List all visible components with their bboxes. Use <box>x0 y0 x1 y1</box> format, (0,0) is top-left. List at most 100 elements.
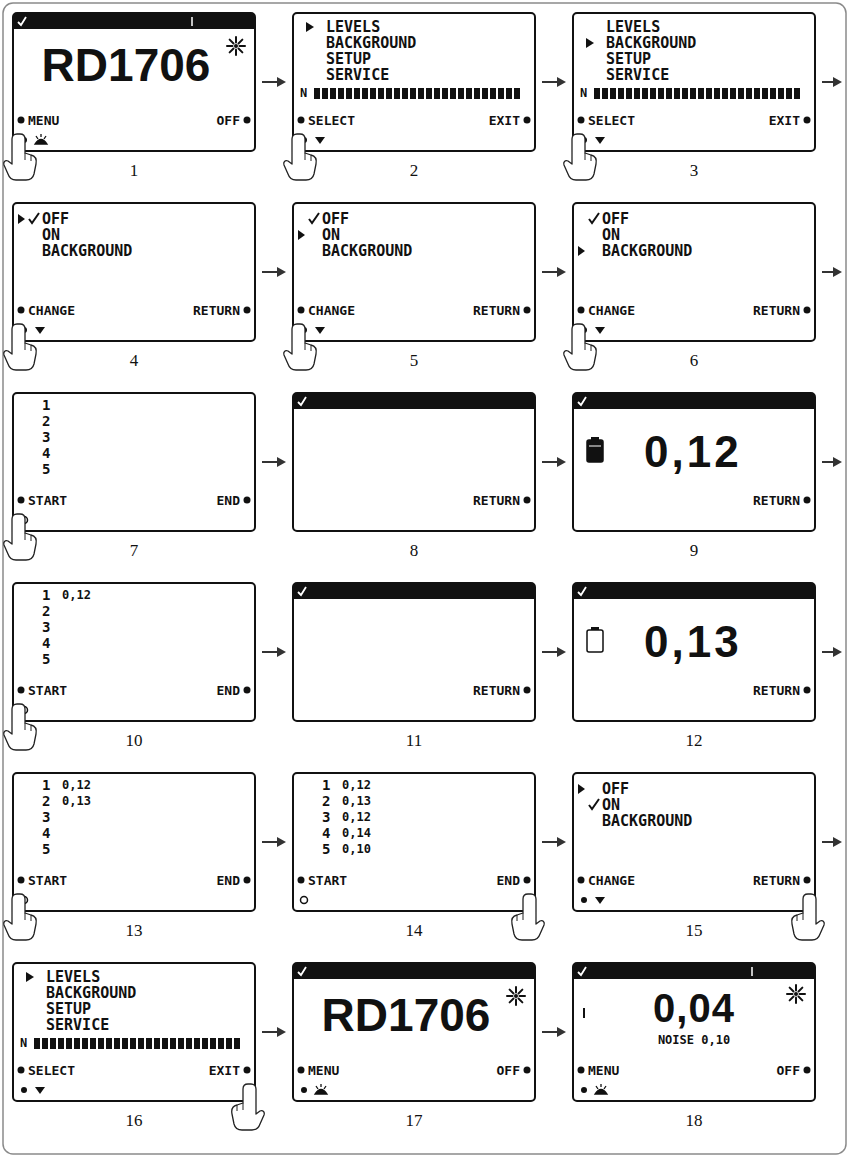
screen-graphics <box>294 584 534 720</box>
level-segment <box>794 88 800 99</box>
hand-outline <box>564 134 597 180</box>
level-segment <box>770 88 776 99</box>
backlight-icon <box>35 134 47 144</box>
screen-text: BACKGROUND <box>42 244 132 259</box>
device-screen: OFFONBACKGROUNDCHANGERETURN <box>292 202 536 342</box>
arrow-line <box>542 271 558 273</box>
button-dot <box>578 1067 585 1074</box>
sun-ray <box>518 990 522 994</box>
level-segment <box>226 1038 232 1049</box>
screen-text: CHANGE <box>588 304 635 317</box>
sun-core <box>514 994 518 998</box>
callout-number: 4 <box>130 352 139 369</box>
arrow-line <box>542 81 558 83</box>
hand-knuckles <box>237 1103 243 1111</box>
screen-text: MENU <box>308 1064 339 1077</box>
option-pointer <box>18 214 25 224</box>
status-check <box>578 397 586 405</box>
callout-number: 10 <box>126 732 143 749</box>
screen-text: RETURN <box>753 494 800 507</box>
level-segment <box>594 88 600 99</box>
level-mark <box>583 1008 585 1018</box>
icon-dot <box>581 1087 587 1093</box>
level-segment <box>394 88 400 99</box>
continuation-arrow <box>822 271 834 273</box>
sun-ray <box>238 48 242 52</box>
device-screen: 12345STARTEND <box>12 392 256 532</box>
callout-number: 11 <box>406 732 422 749</box>
button-dot <box>804 117 811 124</box>
level-segment <box>786 88 792 99</box>
device-screen: RETURN <box>292 392 536 532</box>
flow-arrow <box>262 837 286 847</box>
flow-arrow <box>542 1027 566 1037</box>
sun-ray <box>795 998 797 1004</box>
screen-text: 1 <box>42 398 50 412</box>
screen-text: RETURN <box>753 874 800 887</box>
continuation-arrow <box>822 81 834 83</box>
pointing-hand <box>4 514 37 560</box>
arrow-head <box>833 457 842 467</box>
screen-text: SELECT <box>28 1064 75 1077</box>
arrow-line <box>262 841 278 843</box>
level-segment <box>162 1038 168 1049</box>
sun-ray <box>238 40 242 44</box>
dose-icon <box>587 630 603 652</box>
level-segment <box>186 1038 192 1049</box>
callout-number: 17 <box>406 1112 423 1129</box>
screen-text: EXIT <box>769 114 800 127</box>
screen-text: END <box>217 494 240 507</box>
level-segment <box>114 1038 120 1049</box>
arrow-head <box>277 77 286 87</box>
level-segment <box>490 88 496 99</box>
button-dot <box>524 687 531 694</box>
flow-arrow <box>542 77 566 87</box>
level-segment <box>442 88 448 99</box>
arrow-head <box>557 457 566 467</box>
arrow-head <box>277 457 286 467</box>
screen-text: RD1706 <box>42 42 211 88</box>
button-dot <box>18 307 25 314</box>
pointing-hand <box>4 704 37 750</box>
screen-text: NOISE 0,10 <box>658 1034 730 1046</box>
arrow-line <box>262 651 278 653</box>
screen-text: SERVICE <box>46 1018 109 1033</box>
button-dot <box>298 117 305 124</box>
level-segment <box>690 88 696 99</box>
screen-text: BACKGROUND <box>326 36 416 51</box>
hand-outline <box>564 324 597 370</box>
level-segment <box>42 1038 48 1049</box>
level-segment <box>314 88 320 99</box>
button-dot <box>804 497 811 504</box>
level-segment <box>346 88 352 99</box>
screen-text: 1 <box>42 778 50 792</box>
screen-text: END <box>497 874 520 887</box>
level-segment <box>130 1038 136 1049</box>
level-segment <box>674 88 680 99</box>
level-segment <box>466 88 472 99</box>
arrow-line <box>262 271 278 273</box>
status-check <box>18 17 26 25</box>
callout-number: 5 <box>410 352 419 369</box>
device-screen: 0,12RETURN <box>572 392 816 532</box>
option-check <box>589 213 599 223</box>
callout-number: 2 <box>410 162 419 179</box>
sun-ray <box>515 1000 517 1006</box>
status-bar <box>294 584 534 599</box>
level-segment <box>50 1038 56 1049</box>
status-tick <box>751 967 753 976</box>
screen-text: OFF <box>497 1064 520 1077</box>
flow-arrow <box>262 1027 286 1037</box>
hand-knuckles <box>517 913 523 921</box>
outer-frame <box>3 3 846 1154</box>
pointing-hand <box>284 324 317 370</box>
backlight-icon <box>595 1084 607 1094</box>
level-segment <box>338 88 344 99</box>
screen-text: ON <box>42 228 60 243</box>
arrow-head <box>833 837 842 847</box>
level-segment <box>234 1038 240 1049</box>
level-segment <box>450 88 456 99</box>
callout-number: 6 <box>690 352 699 369</box>
device-screen: LEVELSBACKGROUNDSETUPSERVICENSELECTEXIT <box>12 962 256 1102</box>
hand-knuckles <box>305 153 311 161</box>
